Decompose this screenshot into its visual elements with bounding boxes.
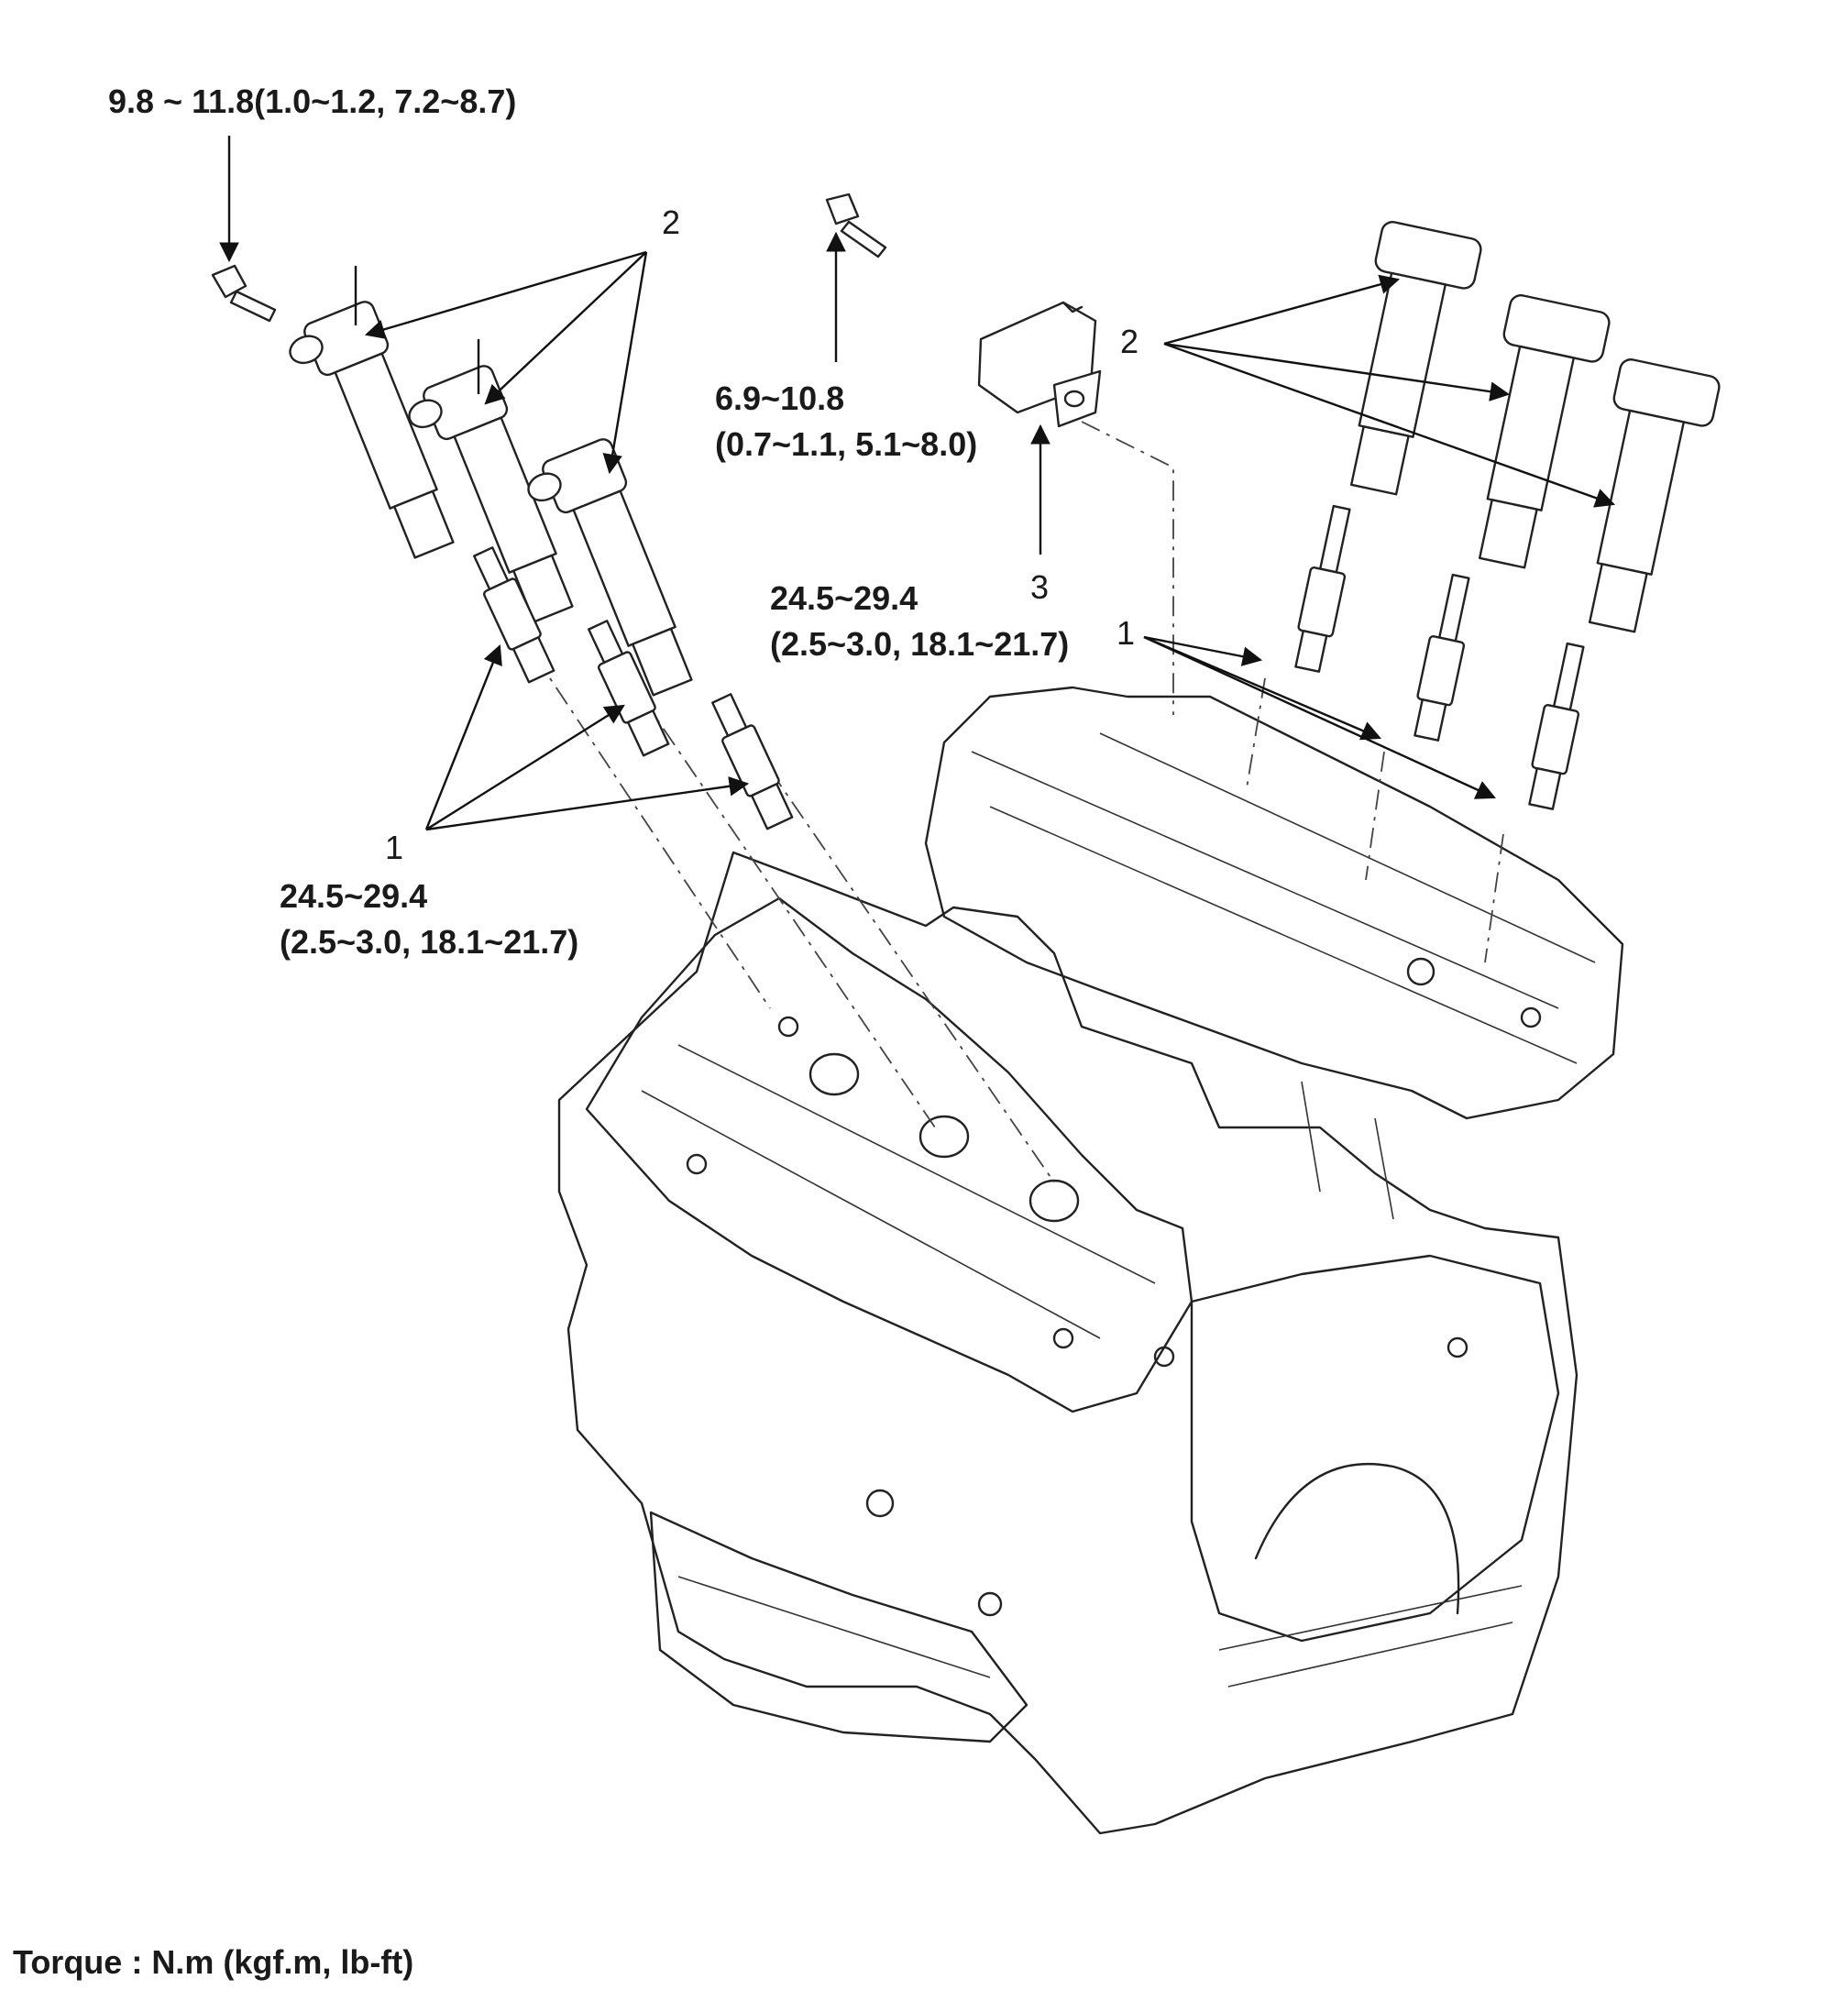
torque-units-footer: Torque : N.m (kgf.m, lb-ft)	[13, 1943, 414, 1981]
spark-plugs-right	[1294, 504, 1585, 810]
ignition-coils-right	[1349, 221, 1721, 633]
leader-arrows	[219, 136, 1616, 831]
callout-condenser: 3	[1030, 568, 1050, 606]
torque-label-plug-left-line1: 24.5~29.4	[280, 877, 428, 915]
torque-label-plug-right-line1: 24.5~29.4	[770, 579, 918, 617]
condenser	[977, 301, 1102, 428]
callout-coil-right: 2	[1120, 323, 1139, 360]
callout-plug-left: 1	[385, 829, 404, 866]
bolt-center	[825, 192, 887, 258]
torque-label-plug-left-line2: (2.5~3.0, 18.1~21.7)	[280, 923, 579, 961]
spark-plugs-left	[473, 546, 794, 830]
torque-label-bolt-center-line1: 6.9~10.8	[715, 379, 845, 417]
engine-block	[557, 686, 1624, 1835]
bolt-left	[211, 264, 277, 323]
torque-label-bolt-center-line2: (0.7~1.1, 5.1~8.0)	[715, 425, 978, 463]
callout-coil-left: 2	[662, 203, 681, 241]
callout-plug-right: 1	[1116, 614, 1136, 652]
torque-label-plug-right-line2: (2.5~3.0, 18.1~21.7)	[770, 625, 1070, 663]
torque-label-bolt-left: 9.8 ~ 11.8(1.0~1.2, 7.2~8.7)	[108, 82, 517, 120]
assembly-lines	[512, 421, 1504, 1183]
ignition-coils-left	[289, 301, 693, 697]
